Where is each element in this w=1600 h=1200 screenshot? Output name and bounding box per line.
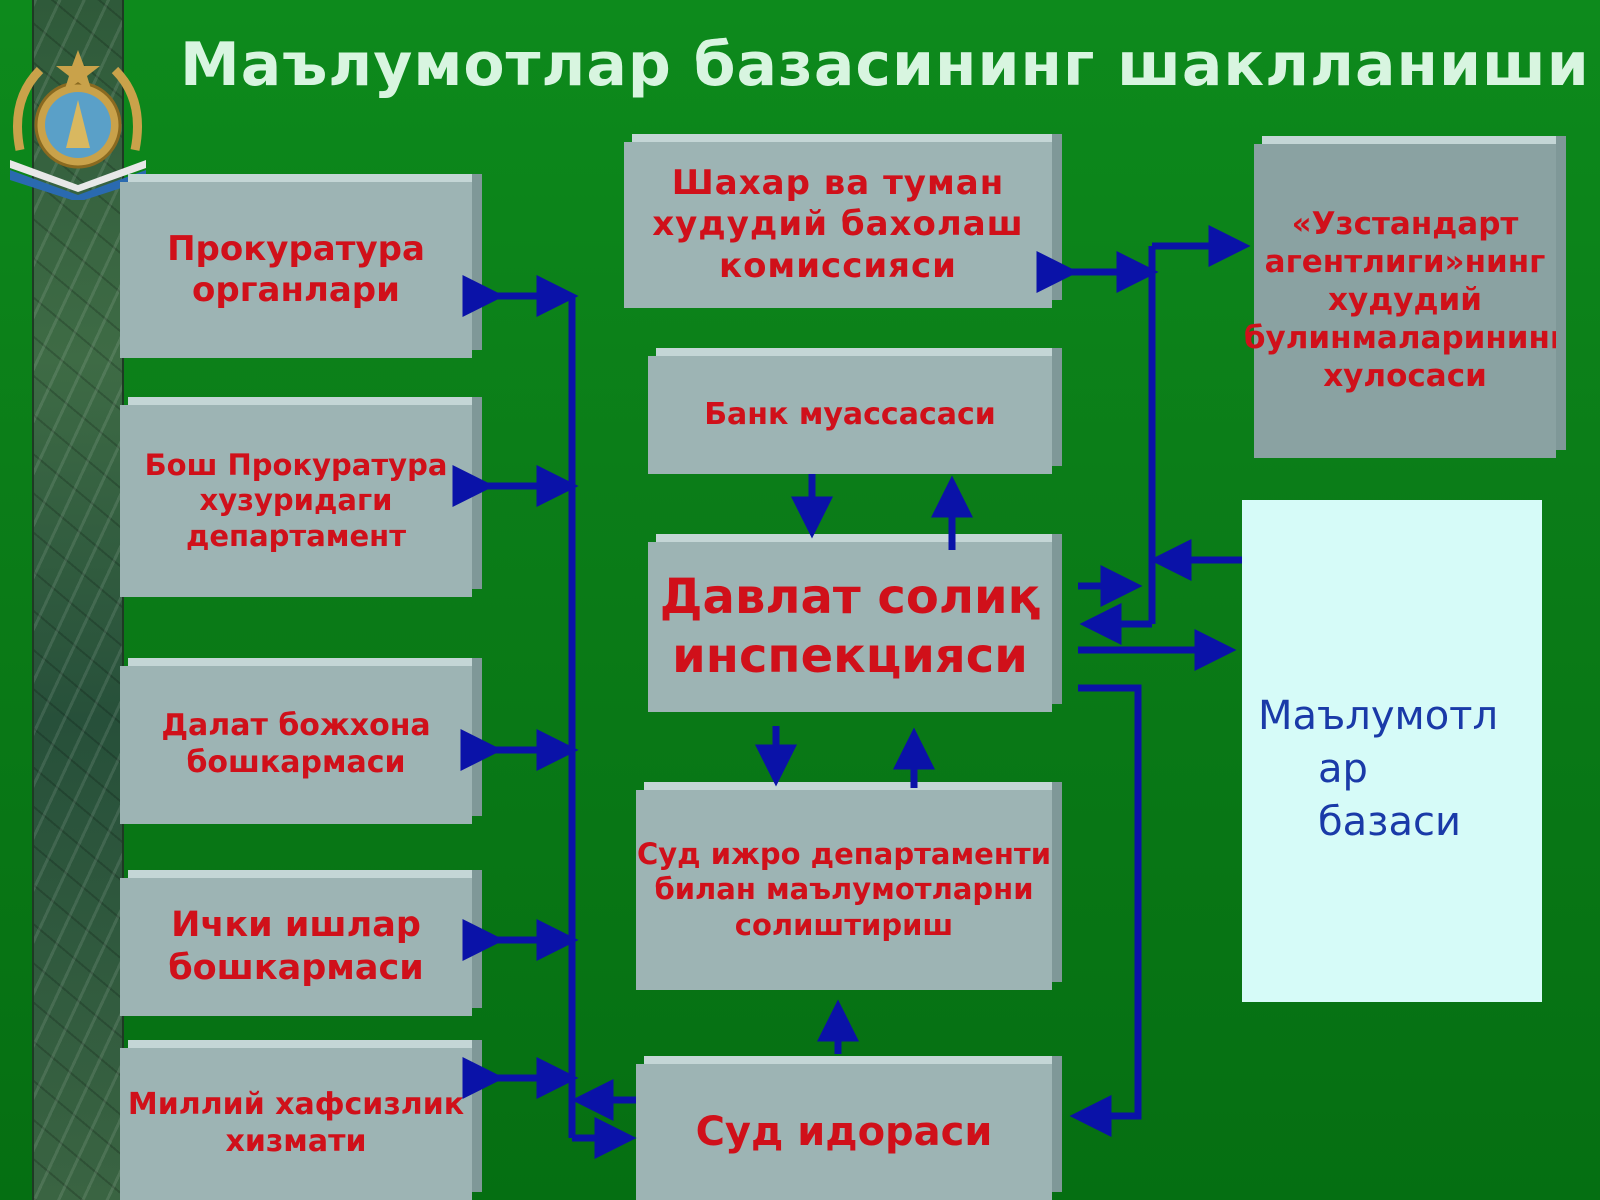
node-bank: Банк муассасаси	[648, 348, 1062, 474]
node-sud-label: Суд идораси	[695, 1108, 993, 1155]
node-sud: Суд идораси	[636, 1056, 1062, 1200]
node-baholash: Шахар ва туман худудий бахолаш комиссияс…	[624, 134, 1062, 308]
page-title: Маълумотлар базасининг шаклланиши	[180, 30, 1590, 100]
node-bosh-prokuratura-label: Бош Прокуратура хузуридаги департамент	[144, 447, 448, 553]
node-sud-ijro-label: Суд ижро департаменти билан маълумотларн…	[636, 836, 1052, 942]
node-milliy-xavfsizlik: Миллий хафсизлик хизмати	[120, 1040, 482, 1200]
node-bank-label: Банк муассасаси	[704, 396, 996, 432]
node-prokuratura: Прокуратура органлари	[120, 174, 482, 358]
node-soliq-label: Давлат солиқ инспекцияси	[659, 569, 1041, 684]
state-emblem-icon	[10, 50, 146, 200]
node-milliy-xavfsizlik-label: Миллий хафсизлик хизмати	[127, 1087, 465, 1159]
database-label-line1: Маълумотл	[1258, 693, 1499, 739]
database-label: Маълумотл ар базаси	[1258, 690, 1528, 848]
node-uzstandart: «Узстандарт агентлиги»нинг худудий булин…	[1244, 136, 1566, 458]
node-uzstandart-label: «Узстандарт агентлиги»нинг худудий булин…	[1243, 206, 1567, 394]
database-box	[1242, 500, 1542, 1002]
database-label-line3: базаси	[1318, 798, 1461, 845]
marble-column	[32, 0, 124, 1200]
node-bojxona-label: Далат божхона бошкармаси	[161, 708, 431, 780]
node-sud-ijro: Суд ижро департаменти билан маълумотларн…	[636, 782, 1062, 990]
node-ichki-ishlar-label: Ички ишлар бошкармаси	[168, 905, 424, 988]
node-prokuratura-label: Прокуратура органлари	[167, 228, 425, 310]
node-baholash-label: Шахар ва туман худудий бахолаш комиссияс…	[652, 162, 1024, 286]
soliq-to-sud-line	[1078, 684, 1142, 1120]
node-soliq: Давлат солиқ инспекцияси	[648, 534, 1062, 712]
database-label-line2: ар	[1318, 745, 1368, 792]
